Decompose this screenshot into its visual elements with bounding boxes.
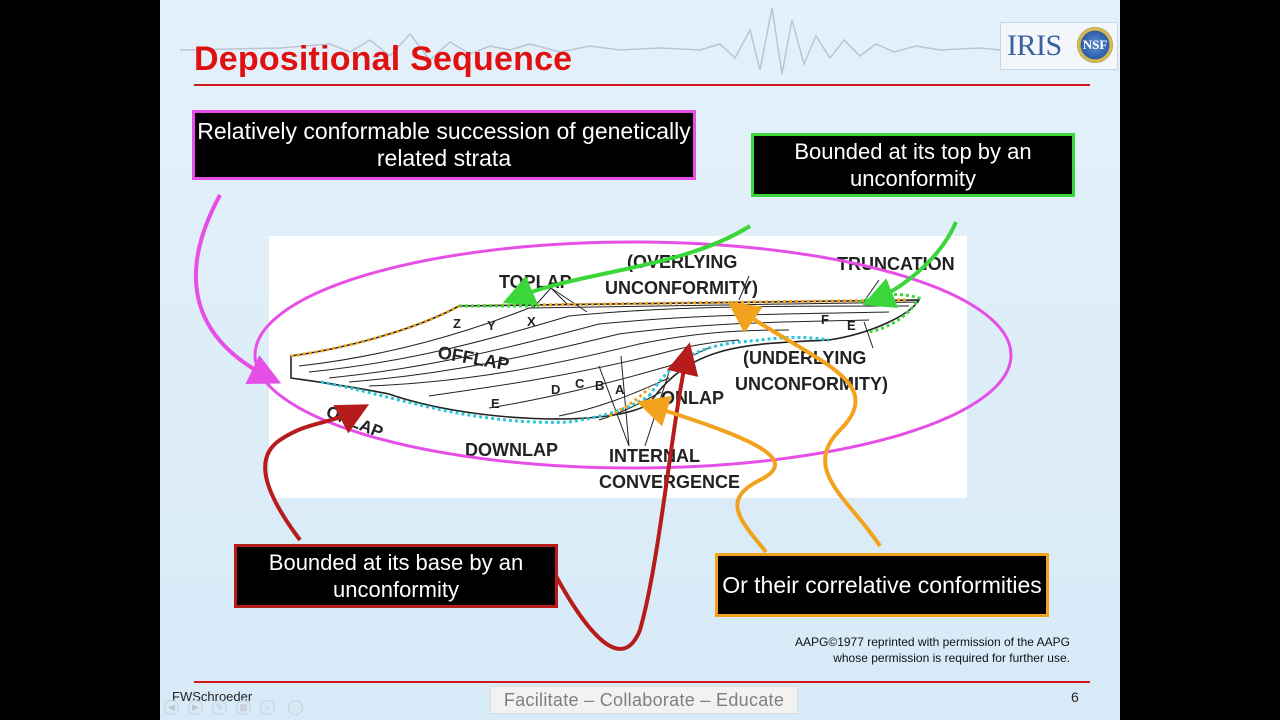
iris-logo: IRIS NSF xyxy=(1000,22,1118,70)
sequence-diagram: (OVERLYING UNCONFORMITY) TRUNCATION TOPL… xyxy=(290,252,955,492)
label-x: X xyxy=(527,314,536,329)
slide-grid-icon[interactable]: ▦ xyxy=(236,700,251,715)
label-underlying: (UNDERLYING xyxy=(743,348,866,368)
copyright-credit: AAPG©1977 reprinted with permission of t… xyxy=(795,634,1070,666)
zoom-icon[interactable]: ⌕ xyxy=(260,700,275,715)
tagline-footer: Facilitate – Collaborate – Educate xyxy=(490,686,798,714)
succession-callout-text: Relatively conformable succession of gen… xyxy=(197,118,691,171)
label-convergence: CONVERGENCE xyxy=(599,472,740,492)
footer-rule xyxy=(194,681,1090,683)
label-e-right: E xyxy=(847,318,856,333)
label-truncation: TRUNCATION xyxy=(837,254,955,274)
label-z: Z xyxy=(453,316,461,331)
magenta-arrow xyxy=(193,194,282,385)
pen-tool-icon[interactable]: ✎ xyxy=(212,700,227,715)
top-unconformity-callout-text: Bounded at its top by an unconformity xyxy=(794,139,1032,191)
seismic-trace-decoration xyxy=(179,7,1001,75)
previous-slide-icon[interactable]: ◀ xyxy=(164,700,179,715)
page-number: 6 xyxy=(1071,689,1079,705)
nsf-seal-text: NSF xyxy=(1082,37,1108,52)
label-overlying: (OVERLYING xyxy=(627,252,737,272)
label-unconformity-bottom: UNCONFORMITY) xyxy=(735,374,888,394)
base-unconformity-callout-text: Bounded at its base by an unconformity xyxy=(268,550,524,602)
next-slide-icon[interactable]: ▶ xyxy=(188,700,203,715)
nsf-seal-icon: NSF xyxy=(1077,27,1113,63)
label-toplap: TOPLAP xyxy=(499,272,572,292)
slide-title: Depositional Sequence xyxy=(194,40,573,78)
label-downlap: DOWNLAP xyxy=(465,440,558,460)
label-d: D xyxy=(551,382,560,397)
title-rule xyxy=(194,84,1090,86)
label-f: F xyxy=(821,312,829,327)
label-unconformity-top: UNCONFORMITY) xyxy=(605,278,758,298)
label-y: Y xyxy=(487,318,496,333)
base-unconformity-callout: Bounded at its base by an unconformity xyxy=(234,544,558,608)
top-unconformity-callout: Bounded at its top by an unconformity xyxy=(751,133,1075,197)
credit-line-2: whose permission is required for further… xyxy=(833,651,1070,665)
label-internal: INTERNAL xyxy=(609,446,700,466)
label-onlap-left: ONLAP xyxy=(324,402,386,442)
more-options-icon[interactable]: ⋯ xyxy=(288,700,303,715)
slide: Depositional Sequence IRIS NSF Relativel… xyxy=(160,0,1120,720)
label-e-left: E xyxy=(491,396,500,411)
iris-logo-text: IRIS xyxy=(1007,29,1062,62)
correlative-conformities-callout: Or their correlative conformities xyxy=(715,553,1049,617)
credit-line-1: AAPG©1977 reprinted with permission of t… xyxy=(795,635,1070,649)
label-b: B xyxy=(595,378,604,393)
label-c: C xyxy=(575,376,585,391)
label-onlap-right: ONLAP xyxy=(661,388,724,408)
label-offlap: OFFLAP xyxy=(436,342,510,374)
sequence-diagram-panel: (OVERLYING UNCONFORMITY) TRUNCATION TOPL… xyxy=(269,236,967,498)
label-a: A xyxy=(615,382,625,397)
succession-callout: Relatively conformable succession of gen… xyxy=(192,110,696,180)
correlative-conformities-callout-text: Or their correlative conformities xyxy=(722,571,1042,598)
